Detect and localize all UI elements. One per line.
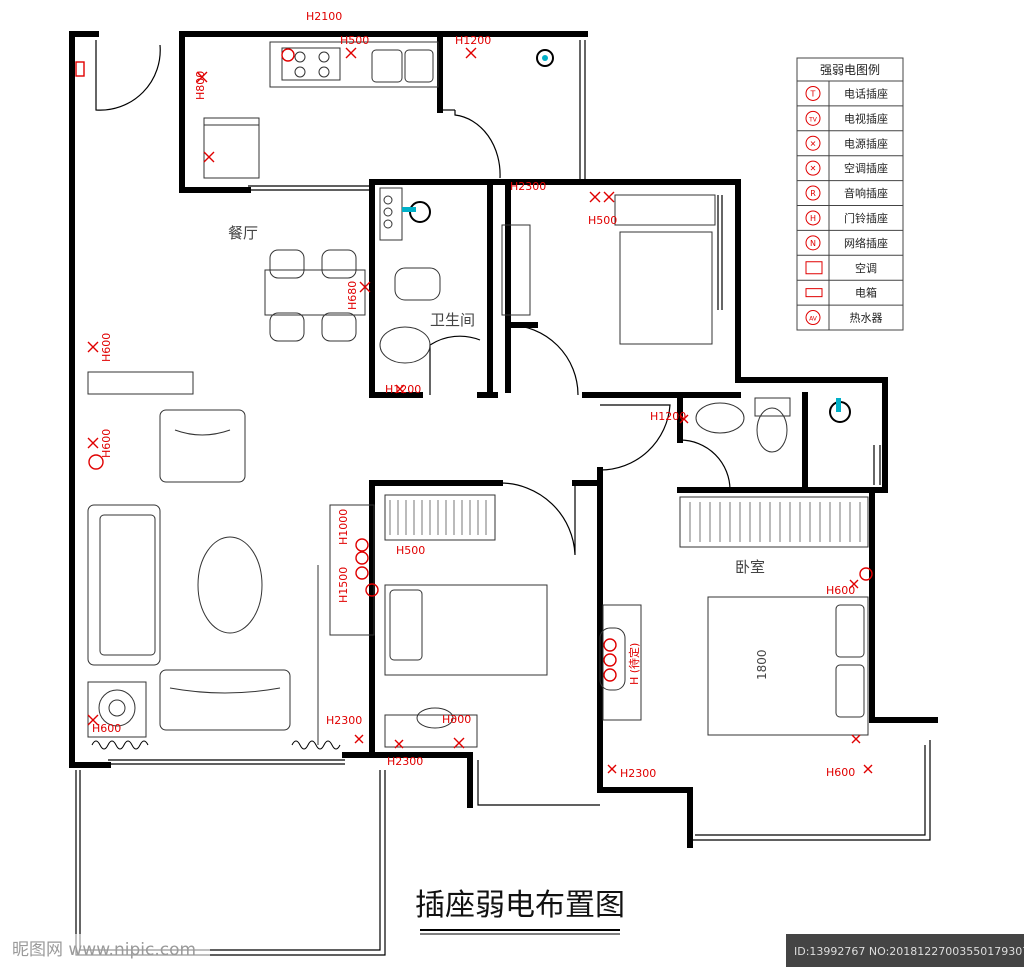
room-labels: 餐厅 卫生间 卧室 1800 [228,224,769,680]
legend-symbol-4 [805,185,821,201]
height-bedroom3-side: H500 [396,544,425,557]
legend-symbol-text: T [810,89,816,98]
title-block: 插座弱电布置图 [415,888,625,935]
height-living-bottom-left: H600 [92,722,121,735]
height-living-bottom-right: H2300 [326,714,362,727]
height-dining-side: H680 [346,281,359,310]
legend-symbol-text: ✕ [810,164,817,173]
legend-symbol-1 [805,110,821,126]
legend-title: 强弱电图例 [820,63,880,77]
drawing-title: 插座弱电布置图 [415,888,625,923]
legend-symbol-panel [805,288,823,298]
height-master-right-bottom: H600 [826,766,855,779]
height-bedroom2-desk: H500 [588,214,617,227]
legend-item-label: 门铃插座 [844,211,888,225]
legend-symbol-ac [805,261,823,275]
curtains [91,740,341,750]
legend-symbol-text: AV [809,316,818,323]
watermark-bar: 昵图网 www.nipic.com ID:13992767 NO:2018122… [0,934,1024,967]
legend-item-label: 电箱 [855,286,877,300]
height-bedroom3-mid: H1500 [337,567,350,603]
legend-item-label: 网络插座 [844,236,888,250]
height-bedroom3-desk: H900 [442,712,471,725]
watermark-site: 昵图网 www.nipic.com [12,940,196,960]
legend-item-label: 空调 [855,261,877,275]
legend-symbol-9 [805,310,821,326]
height-bathroom-bottom: H1200 [385,383,421,396]
legend-item-label: 空调插座 [844,161,888,175]
legend-item-label: 热水器 [850,312,883,325]
closet-hatching [389,500,861,542]
socket-symbols [75,47,873,774]
height-labels: H2100 H500 H1200 H800 H2300 H500 H680 H6… [92,10,855,780]
height-living-left-2: H600 [100,429,113,458]
height-kitchen-left: H800 [194,71,207,100]
legend-item-label: 电源插座 [844,136,888,150]
legend-symbol-text: N [810,239,816,248]
balcony-outlines [75,40,931,956]
height-kitchen-right: H1200 [455,34,491,47]
height-master-tv: H (待定) [627,643,641,685]
legend-symbol-0 [805,85,821,101]
legend: 强弱电图例 T 电话插座 TV 电视插座 ✕ 电源插座 ✕ 空调插座 R 音响插座 H 门铃插座 N 网络… [796,57,904,331]
legend-symbol-6 [805,235,821,251]
bed-size-label: 1800 [755,649,769,680]
room-label-bedroom: 卧室 [735,558,765,576]
legend-symbol-5 [805,210,821,226]
legend-symbol-text: H [810,214,816,223]
legend-item-label: 电话插座 [844,86,888,100]
height-kitchen-top: H2100 [306,10,342,23]
height-kitchen-mid: H500 [340,34,369,47]
legend-symbol-text: TV [808,116,818,123]
legend-symbol-2 [805,135,821,151]
walls [69,31,938,848]
watermark-id: ID:13992767 NO:20181227003550179307 [794,945,1024,958]
legend-item-label: 电视插座 [844,111,888,125]
water-heaters [402,49,851,423]
height-living-left-1: H600 [100,333,113,362]
height-master-right-top: H600 [826,584,855,597]
legend-symbol-text: ✕ [810,139,817,148]
legend-item-label: 音响插座 [844,186,888,200]
room-label-dining: 餐厅 [228,224,258,242]
room-label-bathroom: 卫生间 [430,311,475,329]
doors [95,40,731,556]
furniture [87,41,869,748]
height-bedroom2-top: H2300 [510,180,546,193]
height-bedroom3-left: H1000 [337,509,350,545]
height-hall-right: H1200 [650,410,686,423]
height-master-bottom: H2300 [620,767,656,780]
legend-symbol-3 [805,160,821,176]
height-bedroom3-bottom: H2300 [387,755,423,768]
legend-symbol-text: R [810,189,816,198]
